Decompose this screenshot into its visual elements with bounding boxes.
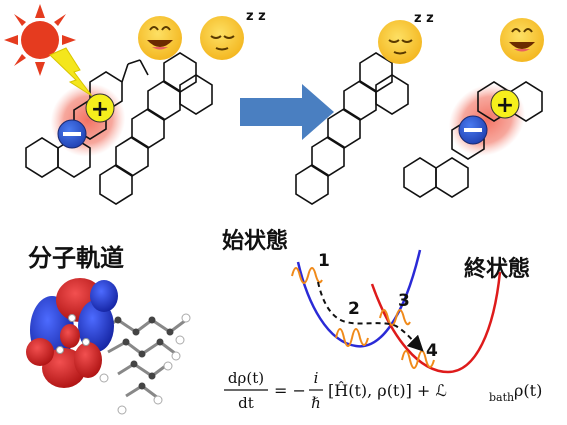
equation-equals-minus: = −: [274, 381, 306, 400]
happy-face-icon: [138, 16, 182, 60]
equation-commutator: [Ĥ(t), ρ(t)] + ℒ: [328, 380, 447, 400]
wavepacket-2: [335, 328, 369, 347]
sleepy-face-icon: z z: [378, 11, 434, 64]
plus-symbol-right: +: [496, 93, 514, 118]
equation-tail: ρ(t): [514, 381, 542, 400]
equation-hbar: ℏ: [311, 394, 321, 412]
wavepacket-1: [291, 267, 323, 284]
initial-state-curve: [296, 249, 422, 348]
molecular-orbital-image: [26, 278, 191, 415]
equation-bath-subscript: bath: [489, 391, 514, 404]
step-label-2: 2: [348, 299, 360, 319]
molecule-acceptor-right: [295, 52, 409, 205]
initial-state-label: 始状態: [222, 228, 288, 254]
positive-charge-left: +: [85, 93, 115, 123]
molecular-orbital-label: 分子軌道: [28, 244, 124, 272]
negative-charge-left: [57, 119, 87, 149]
positive-charge-right: +: [490, 89, 520, 119]
master-equation: dρ(t) dt = − i ℏ [Ĥ(t), ρ(t)] + ℒ bath ρ…: [224, 369, 542, 412]
sleep-z-left: z z: [246, 9, 266, 24]
final-state-curve: [370, 271, 502, 374]
plus-symbol-left: +: [91, 97, 109, 122]
happy-face-icon: [500, 18, 544, 62]
molecule-acceptor-left: [99, 52, 213, 205]
charge-glow-left: [50, 83, 126, 157]
equation-i: i: [314, 369, 319, 387]
wavepacket-4: [401, 350, 435, 369]
equation-numerator: dρ(t): [228, 369, 264, 387]
sleepy-face-icon: z z: [200, 9, 266, 60]
step-label-3: 3: [398, 291, 410, 311]
step-label-4: 4: [426, 341, 438, 361]
negative-charge-right: [458, 115, 488, 145]
wavepacket-3: [379, 309, 411, 326]
equation-denominator: dt: [238, 394, 254, 412]
lightning-icon: [49, 47, 93, 97]
transfer-trajectory: [317, 281, 424, 352]
sleep-z-right: z z: [414, 11, 434, 26]
arrow-right-icon: [240, 84, 334, 140]
final-state-label: 終状態: [464, 256, 530, 282]
step-label-1: 1: [318, 251, 330, 271]
